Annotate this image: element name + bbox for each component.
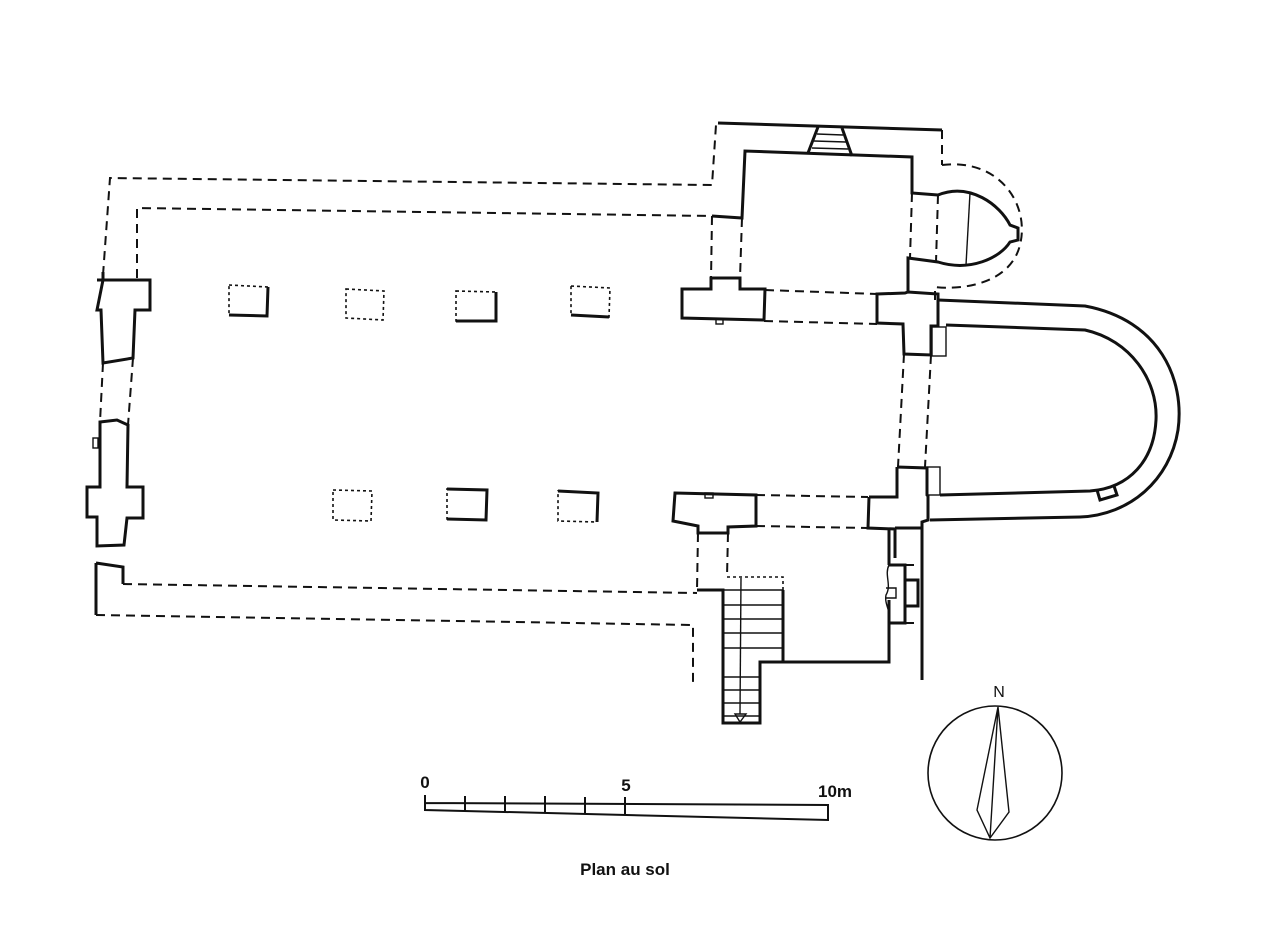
plan-caption: Plan au sol: [580, 860, 670, 879]
nave-piers: [228, 284, 611, 523]
pier: [570, 285, 611, 318]
nave-south-inner-wall: [122, 583, 698, 594]
tower-window: [806, 126, 854, 157]
main-apse-outer: [929, 298, 1181, 522]
main-apse-niche: [1095, 485, 1119, 502]
scale-label-mid: 5: [621, 776, 630, 795]
compass-north-label: N: [993, 684, 1005, 701]
west-wall-south-fragment: [94, 561, 125, 615]
pier: [557, 490, 599, 523]
north-absidiole-opening: [935, 194, 939, 263]
tower-window-steps: [811, 133, 849, 150]
south-doorway-rubble: [884, 564, 897, 624]
west-pier-south: [85, 418, 145, 548]
tower-inner-walls: [711, 149, 939, 220]
south-annex-walls: [697, 528, 891, 725]
crossing-arches: [755, 289, 932, 529]
main-apse-inner: [939, 323, 1158, 497]
north-absidiole: [906, 189, 1020, 292]
pier-edge: [446, 487, 489, 522]
west-doorway: [99, 357, 134, 426]
scale-bar-outline: [424, 795, 829, 822]
nave-piers-solid-edges: [228, 286, 610, 523]
nave-south-outer-wall: [95, 614, 694, 682]
pier-base: [715, 318, 724, 325]
pier-base: [704, 492, 714, 499]
step: [723, 589, 783, 717]
pier-edge: [228, 286, 270, 318]
scale-bar: 0 5 10m: [420, 773, 852, 822]
tower-side-walls: [710, 130, 943, 281]
south-annex-dashed: [696, 532, 729, 591]
pier: [455, 290, 497, 322]
stair-direction-arrow: [739, 577, 742, 715]
south-doorway: [889, 563, 920, 625]
pier: [345, 288, 385, 321]
nave-north-inner-wall: [136, 206, 713, 278]
pier: [332, 489, 373, 522]
pier-edge: [570, 313, 610, 319]
pier-edge: [456, 292, 498, 323]
stair-steps: [723, 589, 783, 717]
compass-needle-icon: [976, 706, 1010, 840]
north-absidiole-outer: [934, 163, 1023, 300]
tower-outer-north-wall: [717, 121, 943, 132]
scale-label-start: 0: [420, 773, 429, 792]
pier-edge: [557, 489, 600, 523]
west-pier-north: [95, 272, 152, 365]
west-wall-threshold: [96, 544, 125, 568]
crossing-pier-south-jamb: [926, 466, 941, 496]
pier: [446, 488, 488, 521]
scale-bar-ticks: [464, 796, 626, 815]
nave-north-outer-wall: [102, 124, 717, 276]
scale-label-end: 10m: [818, 782, 852, 801]
compass-circle: [927, 705, 1063, 841]
north-absidiole-chord: [965, 192, 971, 266]
stair-landing: [727, 576, 784, 590]
nave-pier-south-east: [671, 491, 758, 535]
crossing-pier-north: [875, 290, 940, 357]
pier: [228, 284, 269, 317]
north-arrow-compass: N: [927, 684, 1063, 841]
west-niche: [92, 437, 99, 449]
crossing-pier-south: [866, 465, 930, 680]
crossing-pier-north-jamb: [931, 326, 947, 357]
stair-arrow-head: [733, 713, 748, 724]
south-doorway-dashed: [905, 564, 918, 624]
nave-pier-north-east: [680, 276, 767, 322]
